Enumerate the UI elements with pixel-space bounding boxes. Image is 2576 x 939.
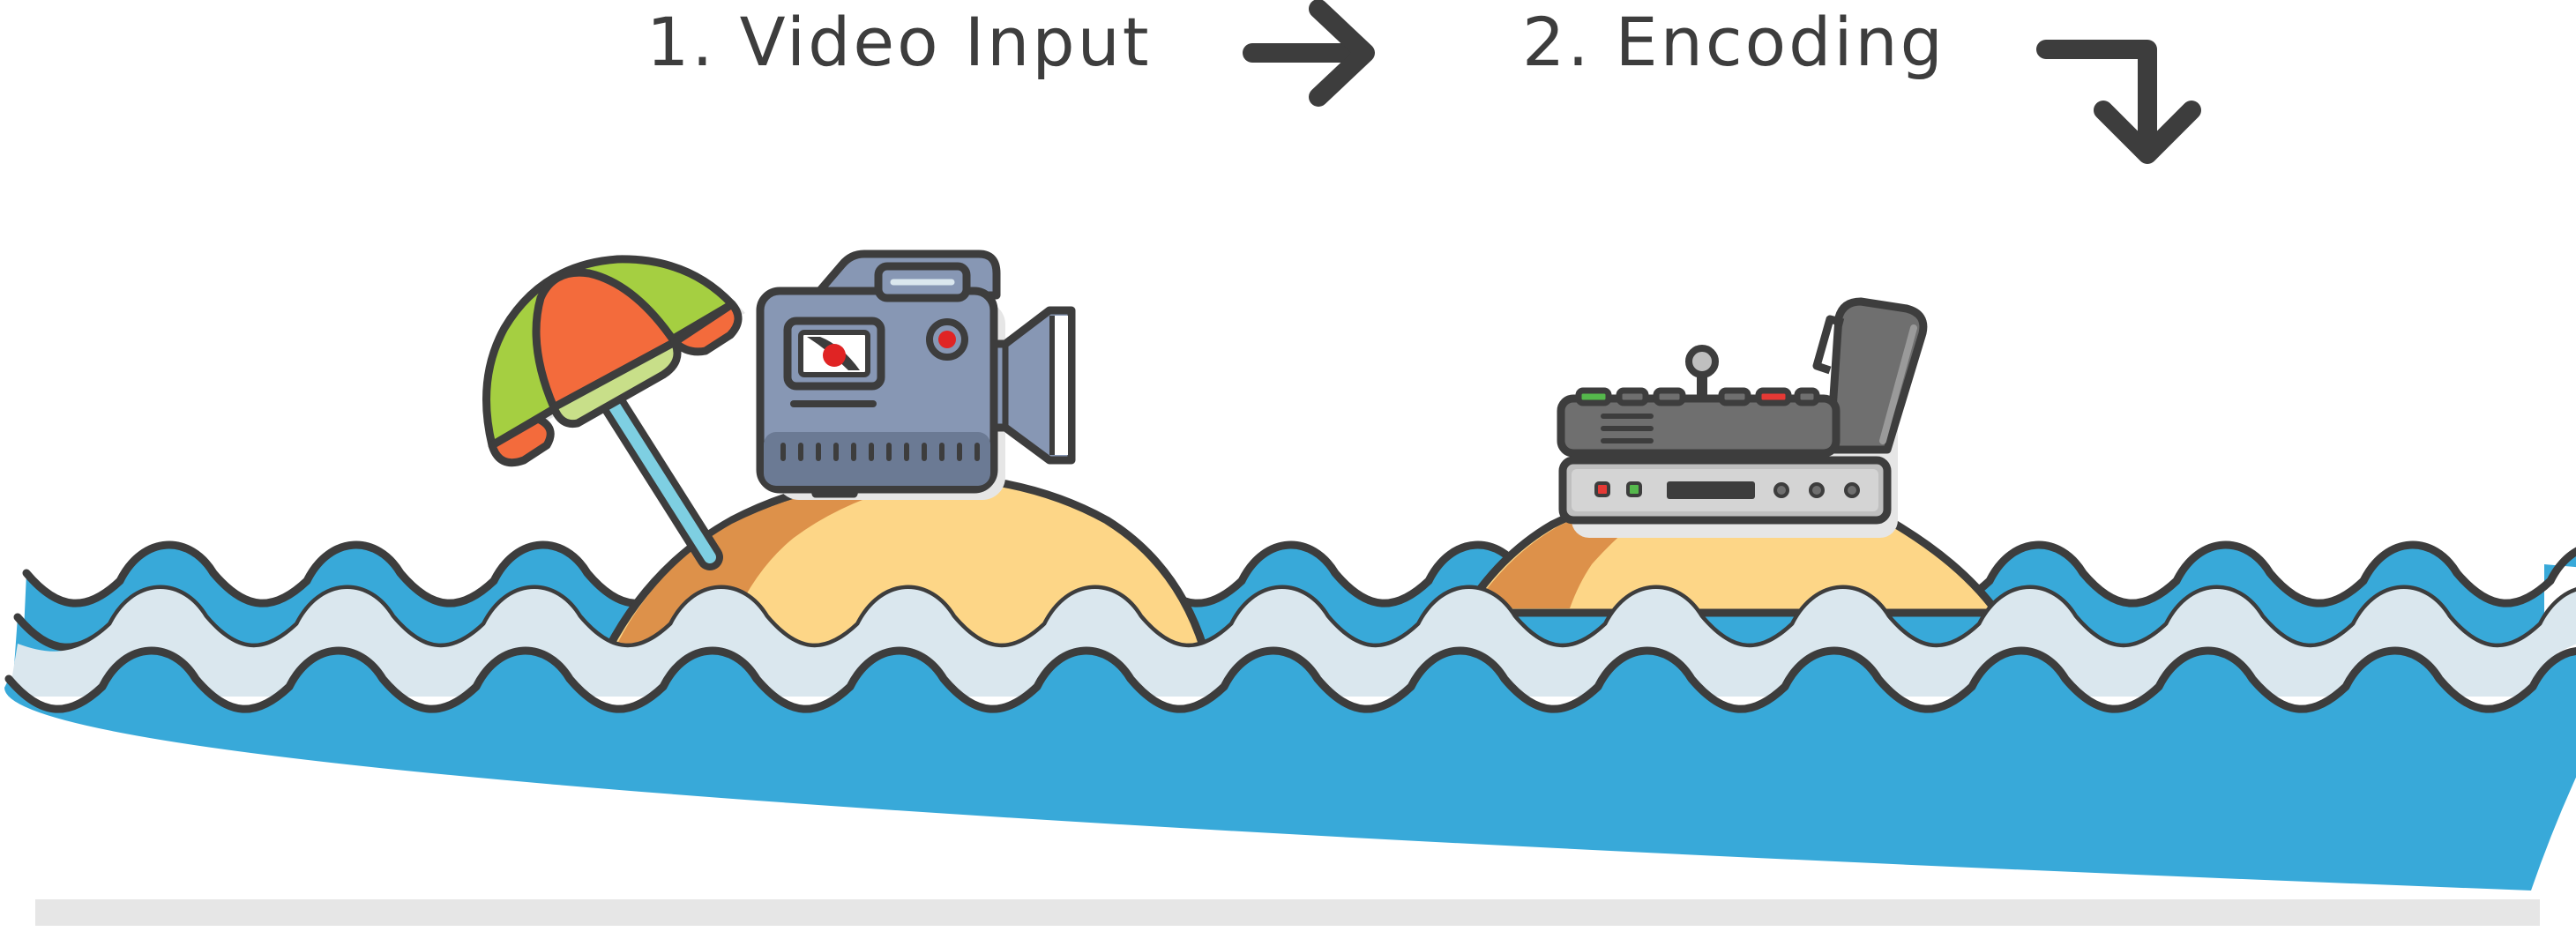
- video-encoder-icon: [1557, 297, 1928, 538]
- umbrella-tip-right: [670, 300, 743, 356]
- arrow-right-icon: [1243, 0, 1375, 107]
- encoder-led-green: [1626, 481, 1642, 497]
- encoder-lid: [1826, 297, 1928, 454]
- arrow-turn-down-icon: [2036, 40, 2201, 164]
- umbrella-panel-orange: [532, 268, 679, 412]
- encoder-top: [1557, 394, 1841, 458]
- sea-front-shadow: [35, 899, 2540, 926]
- beach-umbrella-icon: [482, 255, 745, 570]
- sea-front: [4, 646, 2576, 926]
- encoder-lid-hinge: [1812, 315, 1845, 375]
- joystick-knob: [1685, 345, 1719, 378]
- step-1-label: 1. Video Input: [646, 3, 1152, 81]
- encoder-top-buttons: [1575, 387, 1820, 406]
- video-camera-icon: [756, 250, 1076, 500]
- encoder-knob-1: [1773, 482, 1789, 498]
- sea-light: [9, 589, 2576, 697]
- wave-line-3: [4, 646, 2576, 713]
- encoder-led-red: [1594, 481, 1610, 497]
- wave-line-1: [22, 540, 2576, 607]
- encoder-display: [1667, 481, 1755, 499]
- record-light: [823, 344, 846, 367]
- encoder-knob-2: [1809, 482, 1825, 498]
- umbrella-edge-pale: [549, 338, 682, 429]
- step-2-label: 2. Encoding: [1522, 3, 1945, 81]
- sea-light-fill: [9, 589, 2576, 697]
- camera-bottom-strip: [764, 432, 990, 486]
- encoder-knob-3: [1844, 482, 1860, 498]
- umbrella-tip-left: [488, 414, 555, 467]
